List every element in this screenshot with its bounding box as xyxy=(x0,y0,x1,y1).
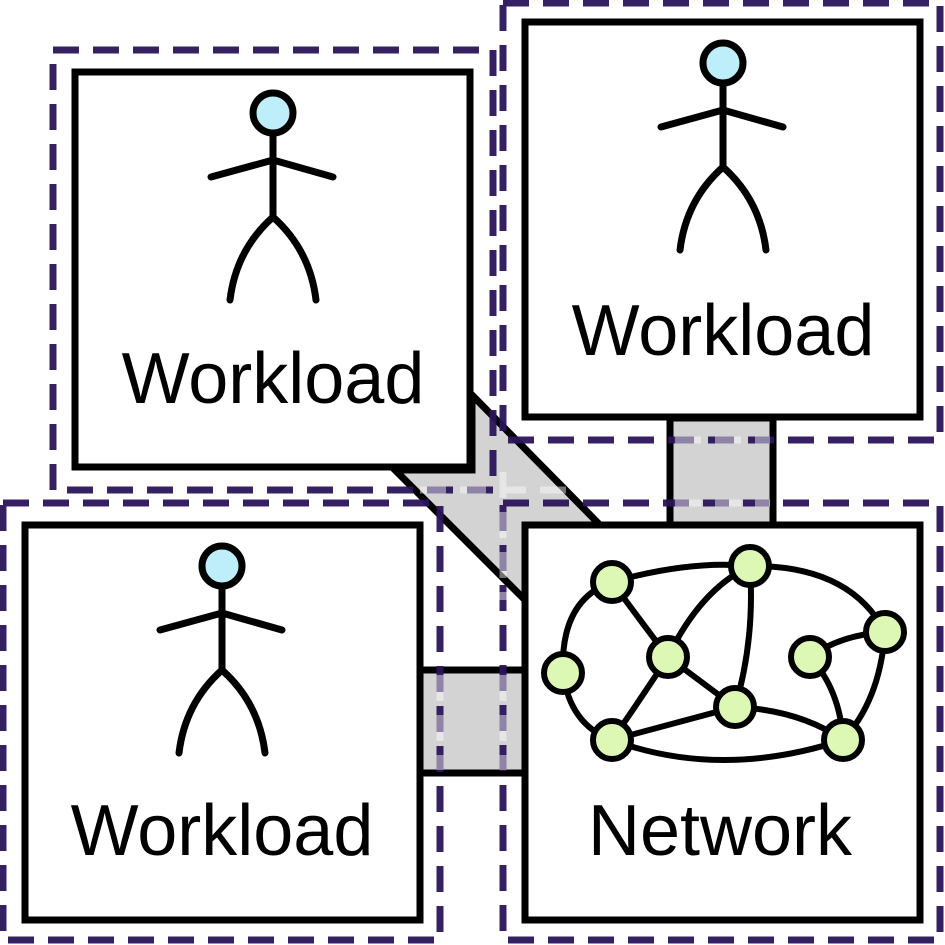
network-node xyxy=(590,718,634,762)
person-icon xyxy=(207,89,337,304)
network-node xyxy=(788,635,832,679)
network-node xyxy=(590,560,634,604)
group-outline-network xyxy=(499,499,944,944)
network-node xyxy=(821,718,865,762)
group-outline-bottomleft xyxy=(0,499,444,944)
person-icon xyxy=(156,542,286,757)
network-label: Network xyxy=(588,791,853,871)
network-node xyxy=(646,635,690,679)
dashed-overlay xyxy=(420,436,770,770)
connector-bottomleft-network xyxy=(414,666,529,777)
network-edge xyxy=(610,737,844,763)
group-outline-topright xyxy=(499,0,944,444)
network-node xyxy=(863,610,907,654)
network-node xyxy=(728,544,772,588)
connector-topright-network xyxy=(666,414,777,529)
network-node xyxy=(541,651,585,695)
person-icon xyxy=(657,39,787,254)
workload-label-topright: Workload xyxy=(572,291,875,371)
group-outline-topleft xyxy=(49,46,497,494)
network-graph-icon xyxy=(541,544,907,763)
workload-label-bottomleft: Workload xyxy=(71,791,374,871)
workload-label-topleft: Workload xyxy=(122,339,425,419)
network-node xyxy=(713,685,757,729)
